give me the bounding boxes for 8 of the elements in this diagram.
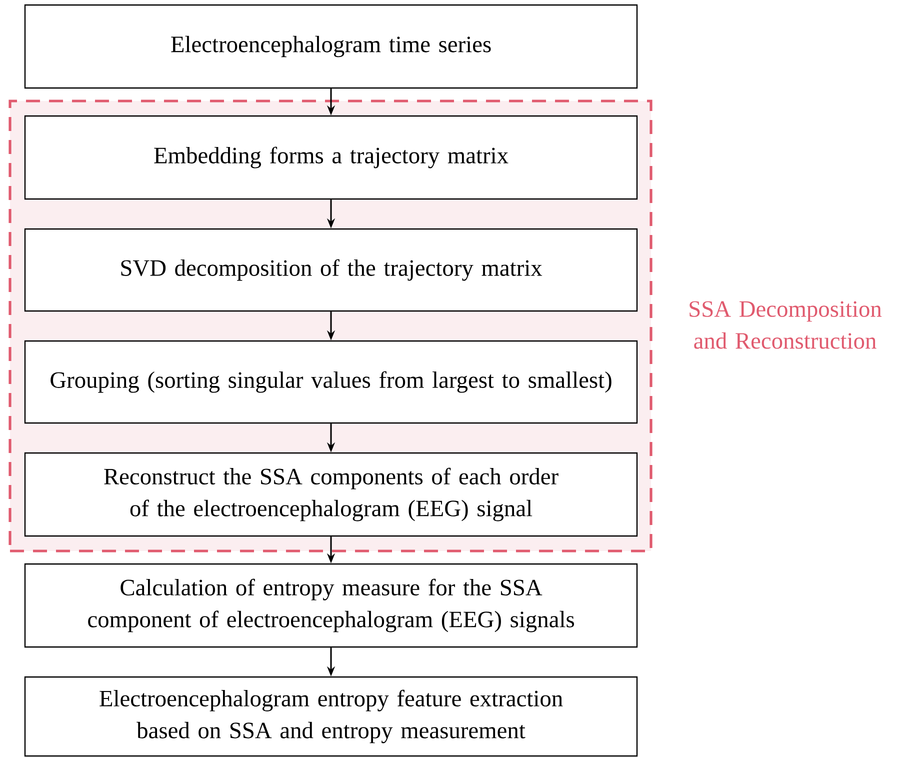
process-box: Electroencephalogram entropy feature extraction based on SSA and entropy measurement: [24, 676, 638, 757]
process-box: Embedding forms a trajectory matrix: [24, 115, 638, 200]
process-box: Calculation of entropy measure for the SSA component of electroencephalogram (EEG) signals: [24, 563, 638, 648]
process-box: Reconstruct the SSA components of each order of the electroencephalogram (EEG) signal: [24, 452, 638, 537]
process-box: Grouping (sorting singular values from largest to smallest): [24, 340, 638, 424]
process-box: SVD decomposition of the trajectory matrix: [24, 228, 638, 312]
group-label: SSA Decomposition and Reconstruction: [690, 301, 882, 349]
process-box: Electroencephalogram time series: [24, 4, 638, 89]
